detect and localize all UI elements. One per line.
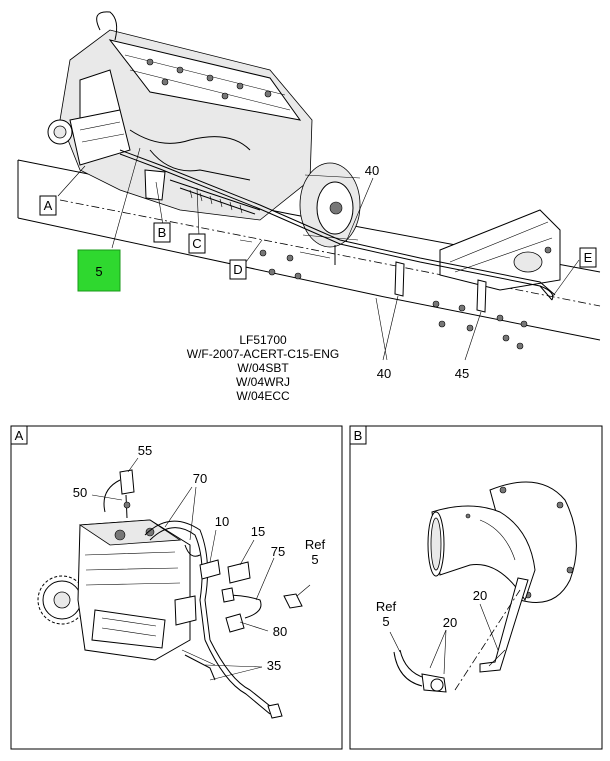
callout-10: 10 xyxy=(215,514,229,529)
air-compressor-main xyxy=(69,109,131,166)
main-leaders xyxy=(57,147,580,361)
ref-5-tube xyxy=(283,593,303,609)
line-clip-45 xyxy=(476,279,487,313)
svg-text:C: C xyxy=(192,236,201,251)
callout-70: 70 xyxy=(193,471,207,486)
callout-80: 80 xyxy=(273,624,287,639)
callout-55: 55 xyxy=(138,443,152,458)
svg-text:A: A xyxy=(44,198,53,213)
engine-assembly xyxy=(47,11,313,221)
svg-text:5: 5 xyxy=(95,264,102,279)
callout-50: 50 xyxy=(73,485,87,500)
crossmember-bracket xyxy=(439,209,561,291)
svg-text:W/04SBT: W/04SBT xyxy=(237,361,289,375)
svg-text:LF51700: LF51700 xyxy=(239,333,287,347)
callout-ref-5: 5 xyxy=(311,552,318,567)
top-hose xyxy=(96,11,118,41)
rail-bolts xyxy=(259,249,528,350)
intake-elbow xyxy=(427,481,577,603)
detail-b-leaders xyxy=(389,603,499,675)
detail-b-tag: B xyxy=(354,428,363,443)
hose-ref-5-b xyxy=(393,649,447,693)
main-assembly-view: A B C D E 5 40 40 45 LF51700 W/F-2007-AC… xyxy=(17,11,601,403)
hoses-and-fittings xyxy=(103,469,303,719)
engine-wiring-harness xyxy=(169,179,261,215)
highlight-box xyxy=(77,249,121,292)
svg-text:B: B xyxy=(158,225,167,240)
fitting-15 xyxy=(227,561,251,584)
bracket-20 xyxy=(454,577,529,691)
fitting-80 xyxy=(225,613,245,633)
detail-a-leaders xyxy=(91,457,311,681)
callout-15: 15 xyxy=(251,524,265,539)
callout-b-ref-5: 5 xyxy=(382,614,389,629)
detail-view-b: B xyxy=(349,425,603,750)
callout-E: E xyxy=(579,247,597,268)
svg-text:W/04WRJ: W/04WRJ xyxy=(236,375,290,389)
detail-b-frame xyxy=(349,425,603,750)
callout-75: 75 xyxy=(271,544,285,559)
svg-text:E: E xyxy=(584,250,593,265)
air-lines xyxy=(119,149,556,313)
air-compressor xyxy=(37,519,216,666)
callout-5-highlight[interactable]: 5 xyxy=(77,249,121,292)
callout-20-bracket: 20 xyxy=(473,588,487,603)
callout-b-ref-label: Ref xyxy=(376,599,397,614)
callout-35: 35 xyxy=(267,658,281,673)
valve-cover-bolts xyxy=(146,58,272,100)
callout-ref-label: Ref xyxy=(305,537,326,552)
callout-B: B xyxy=(153,222,171,243)
detail-view-a: A xyxy=(10,425,343,750)
fitting-55 xyxy=(119,469,135,495)
model-caption: LF51700 W/F-2007-ACERT-C15-ENG W/04SBT W… xyxy=(187,333,339,403)
detail-a-tag: A xyxy=(15,428,24,443)
callout-40-bottom: 40 xyxy=(377,366,391,381)
svg-text:D: D xyxy=(233,262,242,277)
callout-45: 45 xyxy=(455,366,469,381)
callout-C: C xyxy=(188,233,206,254)
callout-A: A xyxy=(39,195,57,216)
callout-D: D xyxy=(229,259,247,280)
fitting-10 xyxy=(199,559,221,580)
transmission-housing xyxy=(299,162,361,248)
line-clip-40 xyxy=(394,261,405,297)
svg-text:W/04ECC: W/04ECC xyxy=(236,389,290,403)
svg-text:W/F-2007-ACERT-C15-ENG: W/F-2007-ACERT-C15-ENG xyxy=(187,347,339,361)
callout-20-clamp: 20 xyxy=(443,615,457,630)
callout-40-top: 40 xyxy=(365,163,379,178)
detail-a-frame xyxy=(10,425,343,750)
